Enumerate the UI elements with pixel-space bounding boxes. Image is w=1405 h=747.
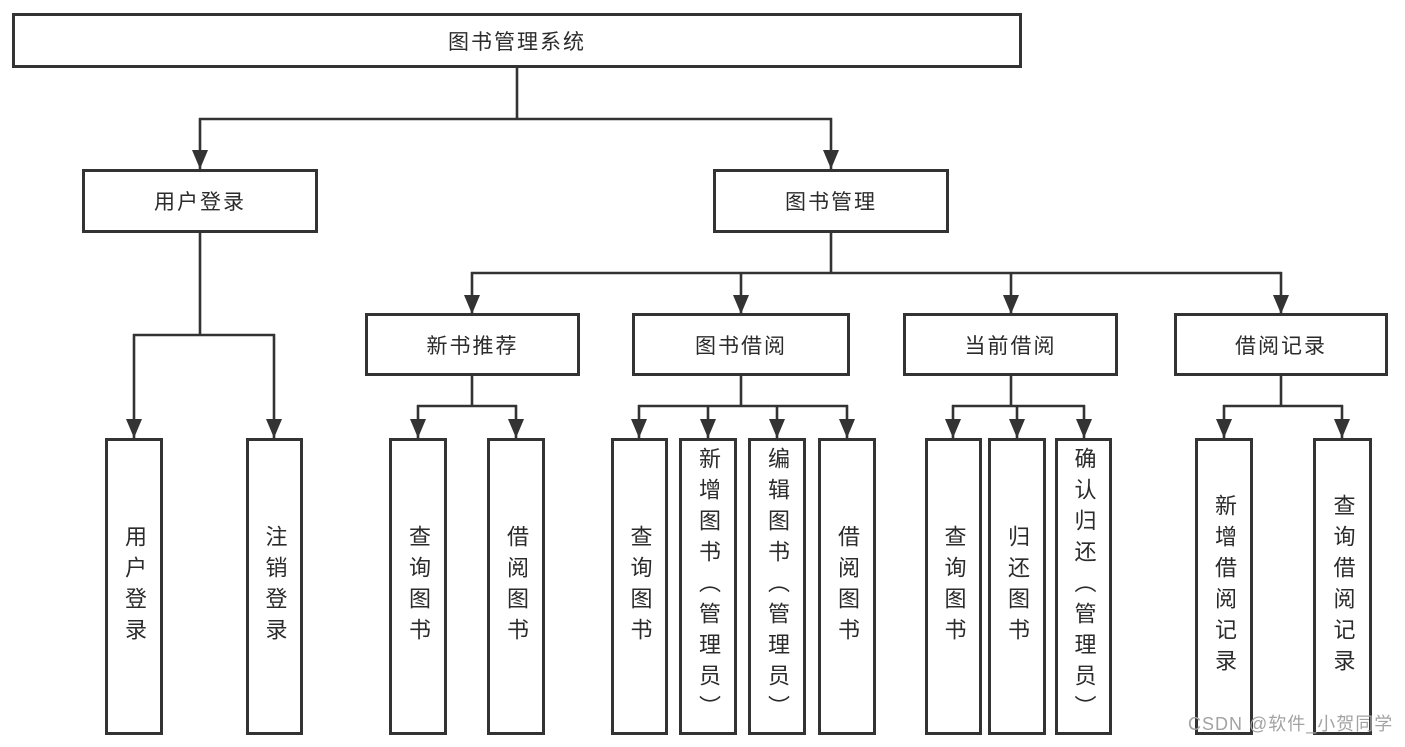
leaf-add-borrow-record: 新增借阅记录 [1195,438,1253,735]
leaf-user-login: 用户登录 [105,438,163,735]
leaf-borrow-books-recommend: 借阅图书 [487,438,545,735]
leaf-label: 确认归还（管理员） [1071,447,1097,726]
node-label: 当前借阅 [964,334,1057,358]
leaf-label: 注销登录 [262,524,288,649]
leaf-label: 归还图书 [1005,524,1030,649]
leaf-borrow-books-borrowing: 借阅图书 [818,438,876,735]
leaf-query-books-current: 查询图书 [925,438,982,735]
csdn-watermark: CSDN @软件_小贺同学 [1188,714,1394,734]
leaf-return-books: 归还图书 [988,438,1046,735]
leaf-label: 查询图书 [941,524,967,649]
node-current-borrowing: 当前借阅 [903,313,1118,376]
leaf-logout-login: 注销登录 [246,438,303,735]
node-book-borrowing: 图书借阅 [632,313,850,376]
leaf-edit-books-admin: 编辑图书（管理员） [748,438,806,735]
node-label: 用户登录 [154,191,246,214]
leaf-label: 查询图书 [406,524,431,649]
connector-root-to-level2 [192,68,839,169]
leaf-label: 用户登录 [122,524,147,649]
node-label: 图书借阅 [695,334,787,358]
node-user-login: 用户登录 [82,169,318,233]
leaf-query-books-recommend: 查询图书 [389,438,447,735]
leaf-label: 新增图书（管理员） [696,447,721,726]
leaf-query-books-borrowing: 查询图书 [611,438,668,735]
node-label: 新书推荐 [426,334,519,358]
leaf-add-books-admin: 新增图书（管理员） [679,438,737,735]
node-label: 图书管理系统 [448,30,586,54]
connector-borrow-records-to-leaves [1216,376,1350,438]
connector-book-borrow-to-leaves [631,376,855,438]
node-book-management: 图书管理 [713,169,949,233]
node-borrowing-records: 借阅记录 [1174,313,1388,376]
leaf-label: 借阅图书 [835,524,860,649]
node-label: 图书管理 [785,191,877,214]
node-new-book-recommendation: 新书推荐 [365,313,580,376]
leaf-label: 查询借阅记录 [1330,493,1356,680]
connector-user-login-to-leaves [126,233,282,438]
node-label: 借阅记录 [1235,334,1327,358]
leaf-label: 编辑图书（管理员） [765,447,790,726]
leaf-label: 新增借阅记录 [1212,493,1237,680]
node-library-management-system: 图书管理系统 [12,13,1022,68]
connector-book-management-to-level3 [464,233,1289,314]
leaf-confirm-return-admin: 确认归还（管理员） [1055,438,1112,735]
connector-current-borrow-to-leaves [945,376,1092,438]
connector-new-book-to-leaves [410,376,524,438]
leaf-label: 查询图书 [627,524,653,649]
leaf-label: 借阅图书 [504,524,529,649]
leaf-query-borrow-record: 查询借阅记录 [1313,438,1372,735]
